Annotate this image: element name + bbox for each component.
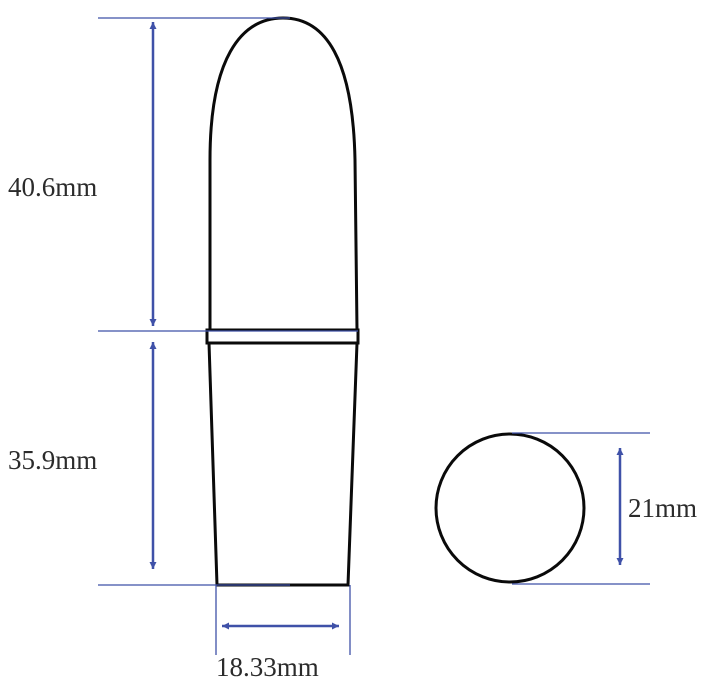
cap-band bbox=[205, 328, 360, 345]
base-outline bbox=[207, 342, 359, 587]
extension-lines bbox=[98, 17, 650, 655]
diameter-label: 21mm bbox=[628, 493, 697, 523]
dimension-arrows bbox=[149, 22, 624, 630]
width-label: 18.33mm bbox=[216, 652, 319, 682]
cap-outline bbox=[208, 16, 359, 331]
cap-height-label: 40.6mm bbox=[8, 172, 97, 202]
tube-outline bbox=[205, 16, 360, 587]
base-height-label: 35.9mm bbox=[8, 445, 97, 475]
top-view-circle bbox=[434, 432, 586, 584]
